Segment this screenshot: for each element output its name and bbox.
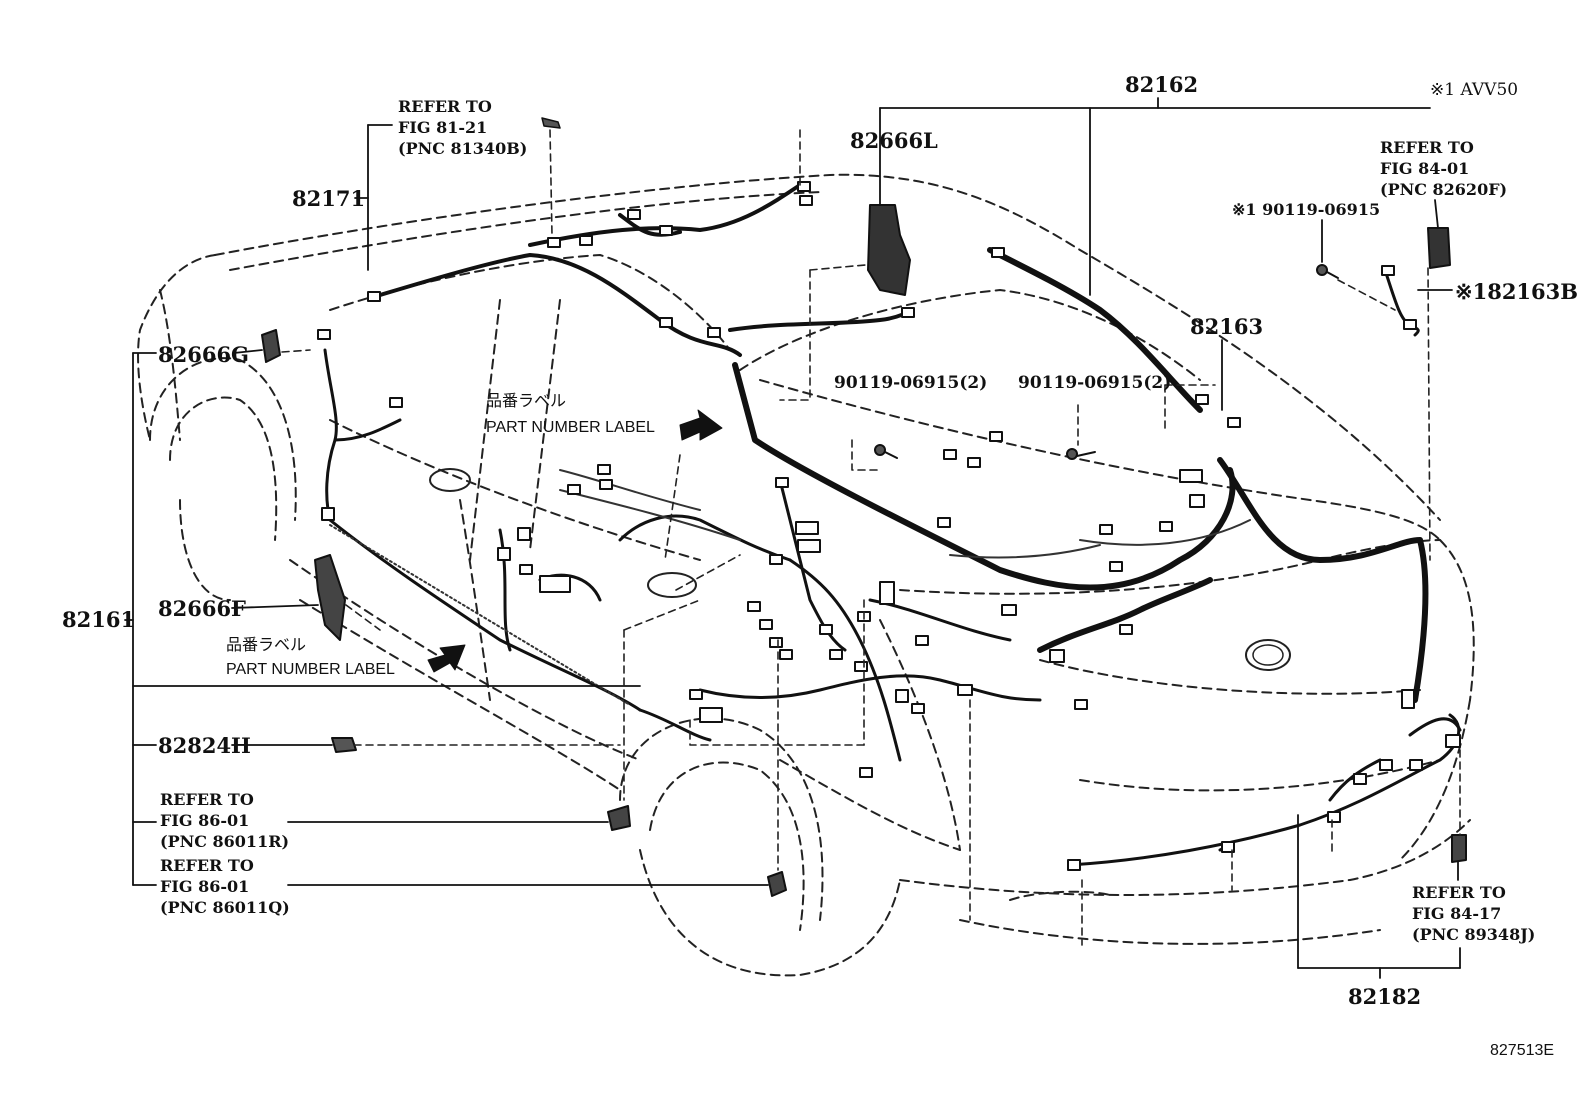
harness-floor-82161 <box>323 348 1042 762</box>
label-82824H: 82824H <box>158 733 251 758</box>
label-bolt-b: 90119-06915(2) <box>1018 373 1172 393</box>
refer-fig-81-21: REFER TO FIG 81-21 (PNC 81340B) <box>398 96 527 159</box>
refer-fig-84-17: REFER TO FIG 84-17 (PNC 89348J) <box>1412 882 1535 945</box>
refer-line: (PNC 89348J) <box>1412 925 1536 944</box>
refer-line: FIG 86-01 <box>160 877 250 896</box>
refer-line: REFER TO <box>160 856 254 875</box>
label-82666L: 82666L <box>850 128 938 153</box>
refer-line: REFER TO <box>160 790 254 809</box>
label-82161: 82161 <box>62 607 136 632</box>
part-82666L-block <box>867 204 911 296</box>
refer-line: FIG 81-21 <box>398 118 488 137</box>
drawing-id: 827513E <box>1490 1042 1555 1059</box>
refer-line: REFER TO <box>398 97 492 116</box>
refer-line: REFER TO <box>1412 883 1506 902</box>
refer-fig-86-01-q: REFER TO FIG 86-01 (PNC 86011Q) <box>160 855 290 918</box>
part-82824H-block <box>331 737 357 753</box>
refer-line: REFER TO <box>1380 138 1474 157</box>
refer-fig-84-01: REFER TO FIG 84-01 (PNC 82620F) <box>1380 137 1507 200</box>
refer-fig-86-01-r: REFER TO FIG 86-01 (PNC 86011R) <box>160 789 289 852</box>
refer-line: FIG 86-01 <box>160 811 250 830</box>
part-81340B-block <box>541 117 561 129</box>
sensor-86011R <box>607 805 631 831</box>
label-82163: 82163 <box>1190 314 1264 339</box>
part-label-bottom-jp: 品番ラベル <box>226 637 307 654</box>
refer-line: (PNC 86011R) <box>160 832 290 851</box>
connectors <box>317 181 1461 871</box>
sensor-86011Q <box>767 871 787 897</box>
harness-body-side-thin <box>329 469 1251 706</box>
guide-lines <box>281 129 1461 946</box>
label-bolt-a: 90119-06915(2) <box>834 373 988 393</box>
arrow-part-label-top <box>679 409 723 441</box>
label-bolt-c: ※1 90119-06915 <box>1232 200 1381 219</box>
refer-line: FIG 84-01 <box>1380 159 1470 178</box>
refer-line: (PNC 81340B) <box>398 139 528 158</box>
label-82182: 82182 <box>1348 984 1422 1009</box>
part-label-top-jp: 品番ラベル <box>486 393 567 410</box>
arrow-part-label-bottom <box>427 644 466 673</box>
harness-rear-82182 <box>1068 713 1462 867</box>
part-label-bottom-en: PART NUMBER LABEL <box>226 661 395 678</box>
note-avv50: ※1 AVV50 <box>1430 80 1519 100</box>
part-82666F-block <box>314 554 346 641</box>
part-82620F-block <box>1427 227 1451 269</box>
label-82163B: ※182163B <box>1455 279 1579 304</box>
label-82162: 82162 <box>1125 72 1199 97</box>
door-handle-rear <box>647 572 697 598</box>
refer-line: (PNC 86011Q) <box>160 898 290 917</box>
refer-line: FIG 84-17 <box>1412 904 1502 923</box>
label-82171: 82171 <box>292 186 366 211</box>
door-handle-front <box>429 468 471 492</box>
sensor-89348J <box>1451 834 1467 863</box>
part-82666G-block <box>261 329 281 363</box>
harness-floor-82162 <box>732 247 1429 703</box>
leader-lines <box>124 97 1461 979</box>
emblem-ellipse <box>1245 639 1291 671</box>
refer-line: (PNC 82620F) <box>1380 180 1508 199</box>
label-82666G: 82666G <box>158 342 249 367</box>
part-label-top-en: PART NUMBER LABEL <box>486 419 655 436</box>
car-body-outline <box>137 173 1475 977</box>
bolts <box>874 264 1339 460</box>
label-82666F: 82666F <box>158 596 246 621</box>
